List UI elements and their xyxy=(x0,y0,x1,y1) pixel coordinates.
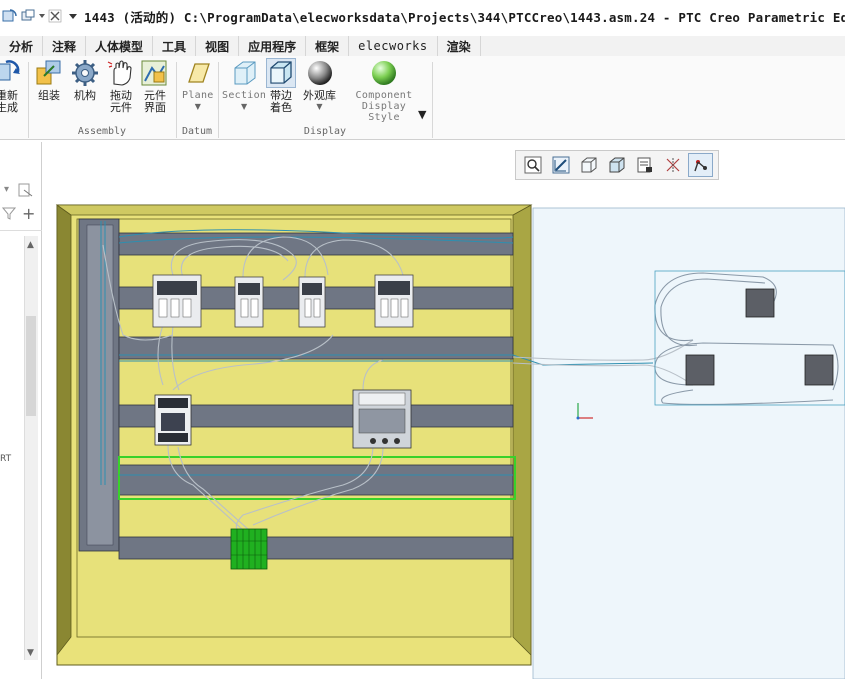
tab-manikin[interactable]: 人体模型 xyxy=(86,36,154,56)
motor-starter[interactable] xyxy=(352,389,412,449)
regenerate-quick-icon[interactable] xyxy=(2,7,18,25)
circuit-breaker[interactable] xyxy=(298,276,326,328)
title-bar: 1443 (活动的) C:\ProgramData\elecworksdata\… xyxy=(0,0,845,32)
mechanism-button[interactable]: 机构 xyxy=(70,58,100,102)
zoom-fit-icon xyxy=(524,156,541,174)
datum-plane-icon xyxy=(183,58,213,88)
saved-orientations-button[interactable] xyxy=(576,153,601,177)
selected-rail-highlight xyxy=(118,456,516,500)
tree-scrollbar-thumb[interactable] xyxy=(26,316,36,416)
view-manager-icon xyxy=(637,157,652,173)
routing-bounding-box xyxy=(654,270,845,406)
vertical-wire-duct xyxy=(78,218,120,552)
filter-icon[interactable] xyxy=(1,206,17,224)
add-icon[interactable]: + xyxy=(22,204,36,223)
drag-components-button[interactable]: 拖动 元件 xyxy=(106,58,136,114)
connector-blocks[interactable] xyxy=(685,288,834,386)
terminal-block[interactable] xyxy=(230,528,268,570)
gray-wire-loops xyxy=(102,236,694,531)
tab-annotate[interactable]: 注释 xyxy=(43,36,87,56)
coordinate-axes-icon xyxy=(576,403,593,420)
group-label-datum: Datum xyxy=(181,126,213,137)
plane-dropdown-icon[interactable]: ▼ xyxy=(194,102,201,111)
show-icon[interactable] xyxy=(18,182,34,202)
datum-display-icon xyxy=(666,158,679,172)
zoom-window-icon xyxy=(552,156,569,174)
tree-item-partial-label: RT xyxy=(0,454,12,464)
tree-scrollbar[interactable] xyxy=(24,236,38,660)
scroll-down-icon[interactable]: ▼ xyxy=(27,648,34,658)
group-label-display: Display xyxy=(303,126,347,137)
component-display-style-button[interactable]: Component Display Style xyxy=(343,58,425,123)
tab-tools[interactable]: 工具 xyxy=(153,36,197,56)
tab-analysis[interactable]: 分析 xyxy=(0,36,44,56)
section-button[interactable]: Section ▼ xyxy=(222,58,266,112)
mounting-plate xyxy=(76,218,512,638)
scroll-up-icon[interactable]: ▲ xyxy=(27,240,34,250)
tab-view[interactable]: 视图 xyxy=(196,36,240,56)
component-interface-button[interactable]: 元件 界面 xyxy=(140,58,170,114)
routed-wire-loops xyxy=(654,272,839,406)
wire-bundles xyxy=(100,221,654,485)
tab-framework[interactable]: 框架 xyxy=(306,36,350,56)
datum-display-button[interactable] xyxy=(660,153,685,177)
close-window-icon[interactable] xyxy=(48,7,62,25)
shaded-cube-icon xyxy=(266,58,296,88)
plane-button[interactable]: Plane ▼ xyxy=(182,58,214,112)
gear-icon xyxy=(70,58,100,88)
window-title: 1443 (活动的) C:\ProgramData\elecworksdata\… xyxy=(84,9,845,25)
refit-button[interactable] xyxy=(520,153,545,177)
graphics-toolbar xyxy=(515,150,719,180)
spin-center-icon xyxy=(693,160,707,172)
assemble-button[interactable]: 组装 xyxy=(34,58,64,102)
tab-elecworks[interactable]: elecworks xyxy=(349,36,438,56)
circuit-breaker[interactable] xyxy=(234,276,264,328)
green-sphere-icon xyxy=(369,58,399,88)
dropdown-arrow-icon[interactable] xyxy=(38,7,46,25)
contactor[interactable] xyxy=(154,394,192,446)
customize-toolbar-icon[interactable] xyxy=(68,7,78,25)
regenerate-button[interactable]: 重新 生成 xyxy=(0,58,22,114)
group-label-assembly: Assembly xyxy=(77,126,127,137)
background-panel xyxy=(532,207,845,679)
display-style-dropdown-icon[interactable]: ▼ xyxy=(418,108,427,121)
regenerate-icon xyxy=(0,58,22,88)
tab-render[interactable]: 渲染 xyxy=(438,36,481,56)
circuit-breaker[interactable] xyxy=(374,274,414,328)
shading-with-edges-button[interactable]: 带边 着色 xyxy=(266,58,296,114)
view-manager-button[interactable] xyxy=(632,153,657,177)
section-icon xyxy=(229,58,259,88)
zoom-in-button[interactable] xyxy=(548,153,573,177)
display-cube-icon xyxy=(609,157,624,173)
spin-center-button[interactable] xyxy=(688,153,713,177)
assemble-icon xyxy=(34,58,64,88)
display-style-button[interactable] xyxy=(604,153,629,177)
tree-settings-icon[interactable]: ▾ xyxy=(4,184,10,195)
appearance-dropdown-icon[interactable]: ▼ xyxy=(316,102,323,111)
graphics-viewport[interactable] xyxy=(43,185,845,679)
ribbon: 重新 生成 组装 机构 拖动 元件 元件 界面 Plane ▼ xyxy=(0,56,845,140)
ribbon-tabs: 分析 注释 人体模型 工具 视图 应用程序 框架 elecworks 渲染 xyxy=(0,36,845,56)
windows-quick-icon[interactable] xyxy=(20,7,36,25)
circuit-breaker[interactable] xyxy=(152,274,202,328)
hand-drag-icon xyxy=(106,58,136,88)
tab-applications[interactable]: 应用程序 xyxy=(239,36,307,56)
view-cube-icon xyxy=(581,157,596,173)
sphere-icon xyxy=(305,58,335,88)
appearance-gallery-button[interactable]: 外观库 ▼ xyxy=(303,58,336,112)
section-dropdown-icon[interactable]: ▼ xyxy=(241,102,248,111)
component-interface-icon xyxy=(140,58,170,88)
